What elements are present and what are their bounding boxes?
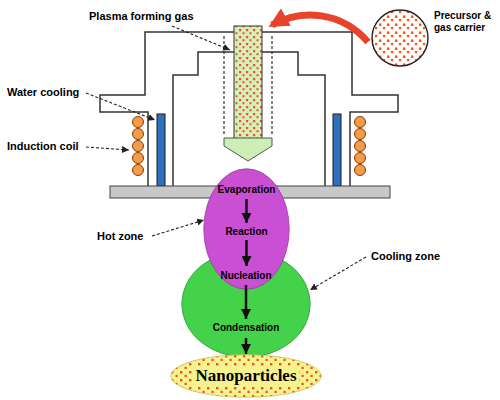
node-text-box: NucleationCondensation [181, 266, 311, 338]
cooling-zone-ellipse: NucleationCondensation [181, 266, 311, 338]
stage-label: Precursor & gas carrier [434, 10, 496, 34]
circle-outline [370, 6, 430, 68]
stage-label: Reaction [225, 226, 267, 238]
stage-label: Evaporation [218, 184, 276, 196]
nanoparticles-ellipse: Nanoparticles [170, 354, 322, 398]
feed-arrow [272, 15, 368, 42]
node-text-box: Nanoparticles [170, 354, 322, 398]
precursor-feed-tube [234, 26, 262, 140]
stage-label: Nucleation [220, 270, 271, 282]
zone-ellipse-shape [204, 169, 290, 290]
result-label: Nanoparticles [193, 366, 298, 386]
gas-channel [223, 36, 224, 136]
gas-channel [271, 36, 272, 136]
gas-label: Plasma forming gas [88, 10, 195, 23]
water-cooling-channel [333, 114, 341, 186]
leader-lines [86, 26, 366, 290]
hot-zone-ellipse: EvaporationReaction [203, 170, 290, 240]
zone-ellipse-shape [171, 355, 322, 398]
cooling-label: Water cooling [6, 86, 80, 99]
zone-label: Cooling zone [370, 250, 441, 263]
nozzle-outlet [224, 138, 272, 161]
zone-label: Hot zone [96, 230, 144, 243]
precursor-circle-shape [372, 10, 428, 66]
precursor-circle: Precursor & gas carrier [370, 6, 496, 68]
water-cooling-channel [157, 114, 165, 186]
stage-label: Condensation [213, 322, 280, 334]
coil-label: Induction coil [6, 140, 80, 153]
node-text-box: Precursor & gas carrier [434, 10, 496, 34]
zone-ellipse-shape [182, 251, 311, 358]
